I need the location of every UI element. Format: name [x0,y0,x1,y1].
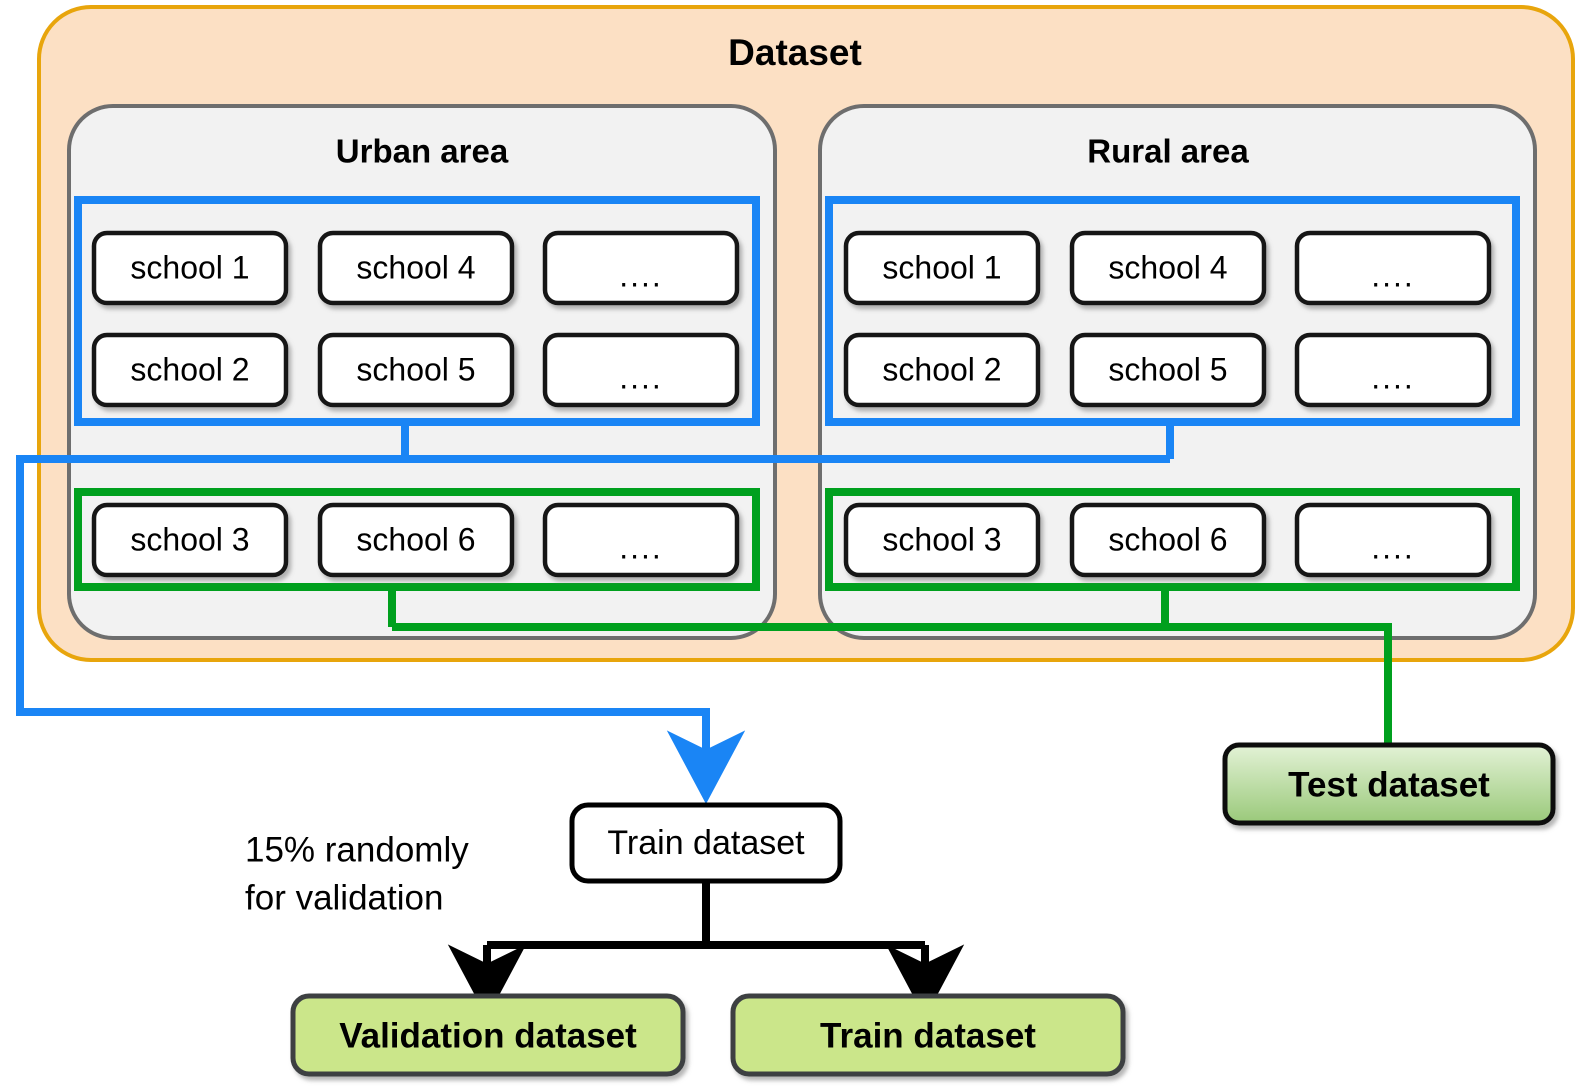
school-box-label: .... [619,257,663,293]
train-dataset-final-box[interactable] [730,993,1126,1077]
test-dataset-label: Test dataset [1288,765,1490,804]
validation-dataset-node[interactable]: Validation dataset [290,993,686,1077]
validation-dataset-box[interactable] [290,993,686,1077]
train-dataset-final-node[interactable]: Train dataset [730,993,1126,1077]
school-box[interactable] [1069,332,1267,408]
test-dataset-node[interactable]: Test dataset [1222,742,1556,826]
green-main-path [392,623,1392,745]
rural-test-selection [825,488,1520,591]
school-box[interactable] [91,332,289,408]
green-test-connector [388,587,1392,745]
school-box[interactable] [1069,230,1267,306]
school-box[interactable] [843,502,1041,578]
school-box[interactable] [317,230,515,306]
urban-test-selection [74,488,760,591]
annotation-line-1: 15% randomly [245,830,469,869]
school-box-label: school 6 [356,521,475,557]
school-box-label: school 4 [356,249,475,285]
school-box-label: .... [1371,359,1415,395]
validation-split-annotation: 15% randomly for validation [245,830,469,917]
dataset-title: Dataset [728,32,862,73]
school-box[interactable] [317,502,515,578]
school-box-ellipsis[interactable] [1294,502,1492,578]
school-box-label: .... [619,529,663,565]
school-box[interactable] [91,230,289,306]
school-box-label: school 4 [1108,249,1227,285]
school-box[interactable] [91,502,289,578]
train-dataset-final-label: Train dataset [820,1016,1036,1055]
school-box-label: .... [1371,257,1415,293]
school-box-ellipsis[interactable] [542,502,740,578]
urban-train-selection [74,196,760,426]
school-box-ellipsis[interactable] [542,230,740,306]
school-box-label: school 1 [130,249,249,285]
black-split-connector [447,881,965,1019]
blue-main-path [16,455,1170,805]
blue-train-connector [16,422,1174,805]
urban-test-row-1: school 3 school 6 .... [91,502,740,578]
school-box-label: school 2 [882,351,1001,387]
annotation-line-2: for validation [245,878,443,917]
school-box-label: school 6 [1108,521,1227,557]
school-box-ellipsis[interactable] [1294,332,1492,408]
school-box-label: school 3 [130,521,249,557]
school-box-label: school 3 [882,521,1001,557]
test-dataset-box[interactable] [1222,742,1556,826]
school-box[interactable] [843,230,1041,306]
school-box[interactable] [843,332,1041,408]
urban-area-panel: Urban area school 1 school 4 .... school… [67,104,777,640]
school-box-label: school 5 [356,351,475,387]
urban-train-row-2: school 2 school 5 .... [91,332,740,408]
rural-train-row-2: school 2 school 5 .... [843,332,1492,408]
rural-area-panel: Rural area school 1 school 4 .... school… [818,104,1537,640]
school-box-ellipsis[interactable] [1294,230,1492,306]
urban-area-label: Urban area [336,133,509,170]
school-box-ellipsis[interactable] [542,332,740,408]
rural-test-row-1: school 3 school 6 .... [843,502,1492,578]
train-dataset-intermediate-node[interactable]: Train dataset [569,802,843,884]
school-box[interactable] [1069,502,1267,578]
urban-train-row-1: school 1 school 4 .... [91,230,740,306]
school-box-label: .... [619,359,663,395]
school-box[interactable] [317,332,515,408]
school-box-label: .... [1371,529,1415,565]
validation-dataset-label: Validation dataset [339,1016,637,1055]
school-box-label: school 2 [130,351,249,387]
train-dataset-intermediate-label: Train dataset [607,824,805,862]
rural-area-label: Rural area [1087,133,1249,170]
rural-train-row-1: school 1 school 4 .... [843,230,1492,306]
school-box-label: school 5 [1108,351,1227,387]
school-box-label: school 1 [882,249,1001,285]
